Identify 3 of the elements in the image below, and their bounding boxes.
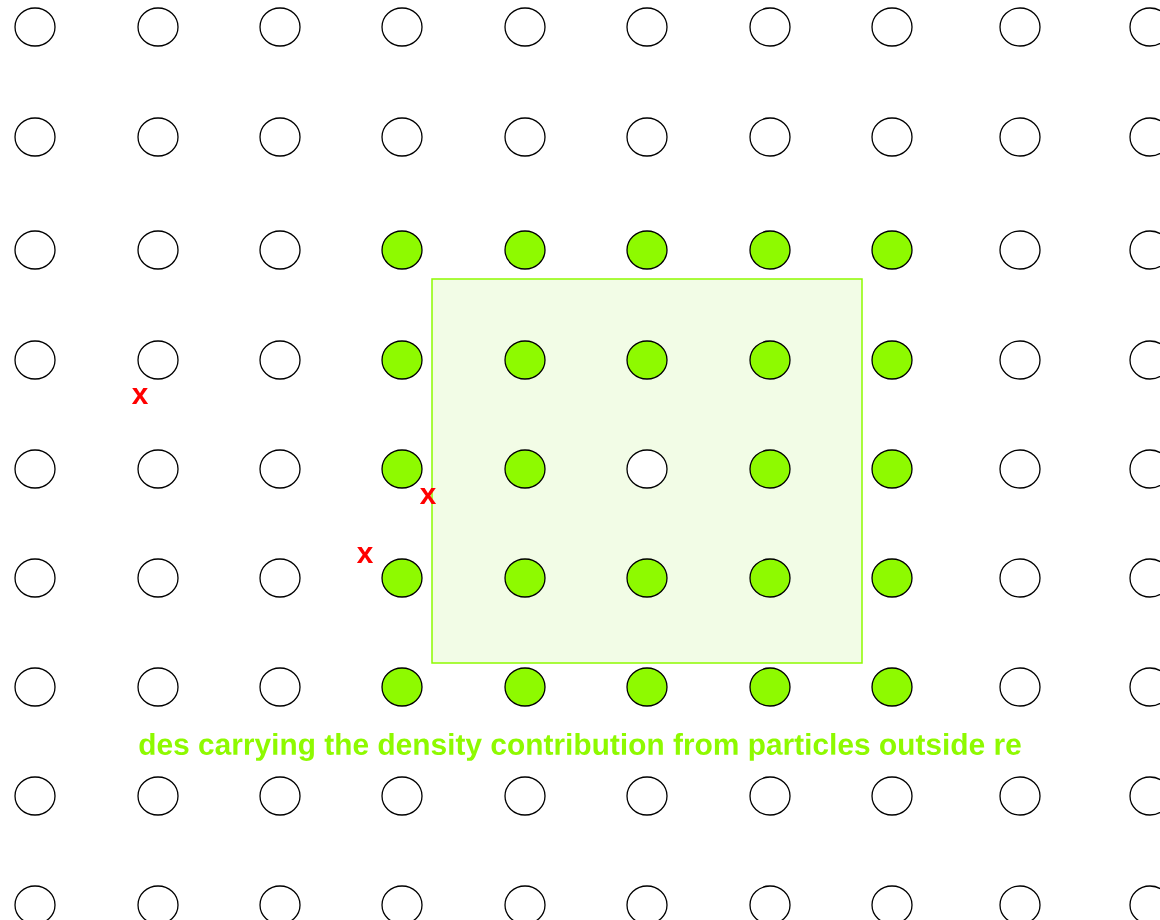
cross-marker: x	[356, 547, 374, 563]
cross-marker: x	[131, 388, 149, 404]
caption-text: des carrying the density contribution from particles outside re	[139, 733, 1021, 761]
